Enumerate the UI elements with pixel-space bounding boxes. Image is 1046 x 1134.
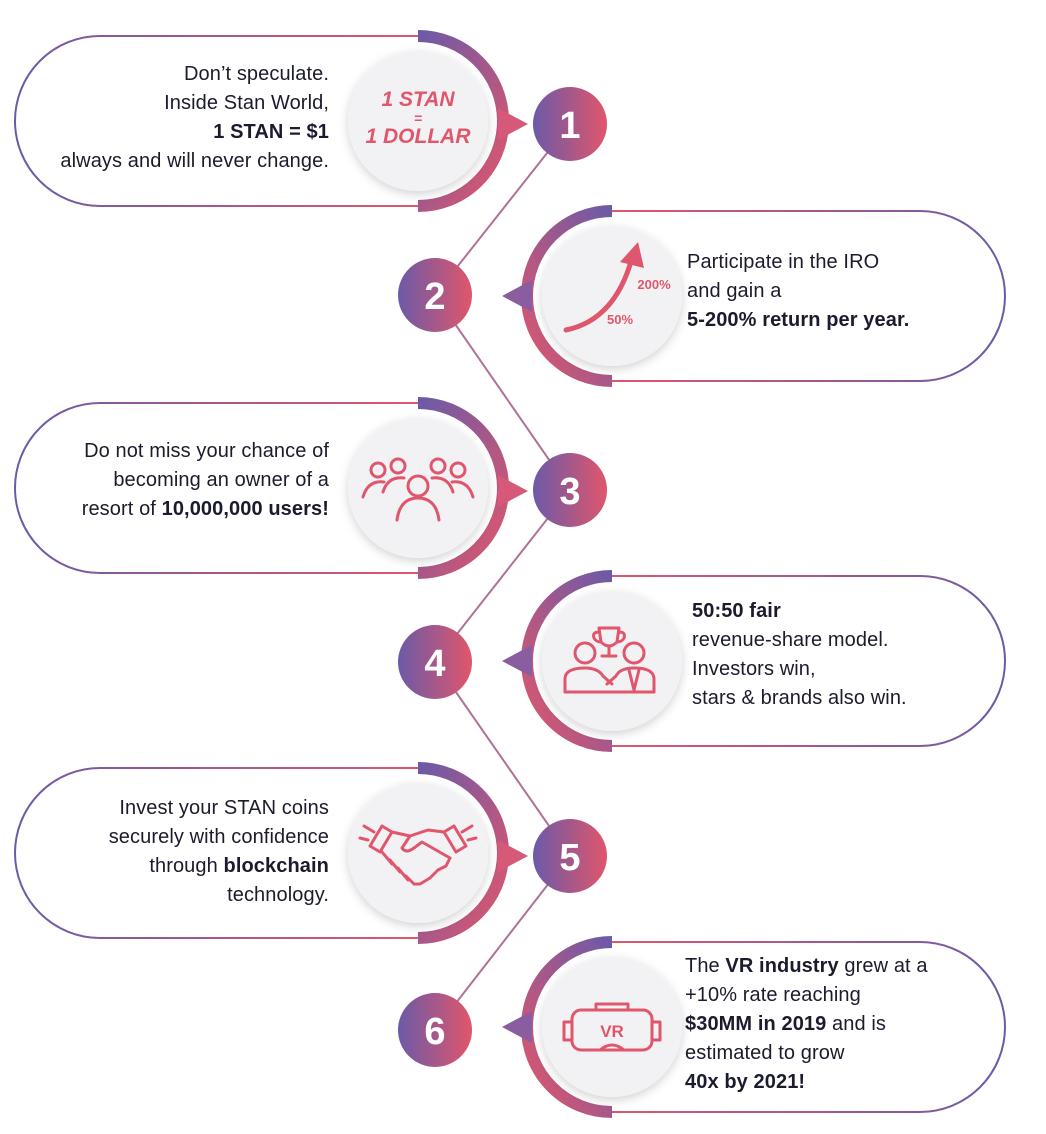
- step-5-badge: [533, 819, 607, 893]
- svg-text:5: 5: [559, 837, 580, 879]
- step-4-text: 50:50 fair revenue-share model. Investor…: [692, 600, 907, 709]
- svg-text:50%: 50%: [607, 312, 633, 327]
- handshake-icon: [358, 824, 478, 886]
- partners-trophy-icon: [563, 626, 656, 694]
- svg-text:VR: VR: [600, 1022, 624, 1041]
- step-1-badge: [533, 87, 607, 161]
- svg-text:1: 1: [559, 105, 580, 147]
- step-3-card: [14, 397, 528, 579]
- step-5-card: [14, 762, 528, 944]
- step-5-text: Invest your STAN coins securely with con…: [108, 797, 329, 906]
- step-3-text: Do not miss your chance of becoming an o…: [81, 440, 329, 520]
- step-2-card: 200% 50%: [502, 205, 1006, 387]
- stan-dollar-icon: 1 STAN: [381, 88, 455, 111]
- growth-arrow-icon: 200% 50%: [563, 242, 671, 333]
- svg-text:2: 2: [424, 276, 445, 318]
- vr-headset-icon: VR: [562, 1002, 662, 1052]
- step-2-badge: [398, 258, 472, 332]
- svg-text:200%: 200%: [637, 277, 671, 292]
- step-1-card: 1 STAN = 1 DOLLAR: [14, 30, 528, 212]
- svg-text:=: =: [414, 110, 422, 126]
- svg-text:1 DOLLAR: 1 DOLLAR: [366, 125, 472, 148]
- step-6-card: VR: [502, 936, 1006, 1118]
- step-1-text: Don’t speculate. Inside Stan World, 1 ST…: [60, 63, 329, 172]
- svg-text:3: 3: [559, 471, 580, 513]
- step-4-badge: [398, 625, 472, 699]
- step-2-text: Participate in the IRO and gain a 5-200%…: [687, 251, 910, 331]
- svg-text:4: 4: [424, 643, 445, 685]
- svg-text:6: 6: [424, 1011, 445, 1053]
- step-6-badge: [398, 993, 472, 1067]
- crowd-icon: [361, 457, 475, 522]
- step-3-badge: [533, 453, 607, 527]
- step-4-card: [502, 570, 1006, 752]
- step-6-text: The VR industry grew at a +10% rate reac…: [685, 955, 928, 1093]
